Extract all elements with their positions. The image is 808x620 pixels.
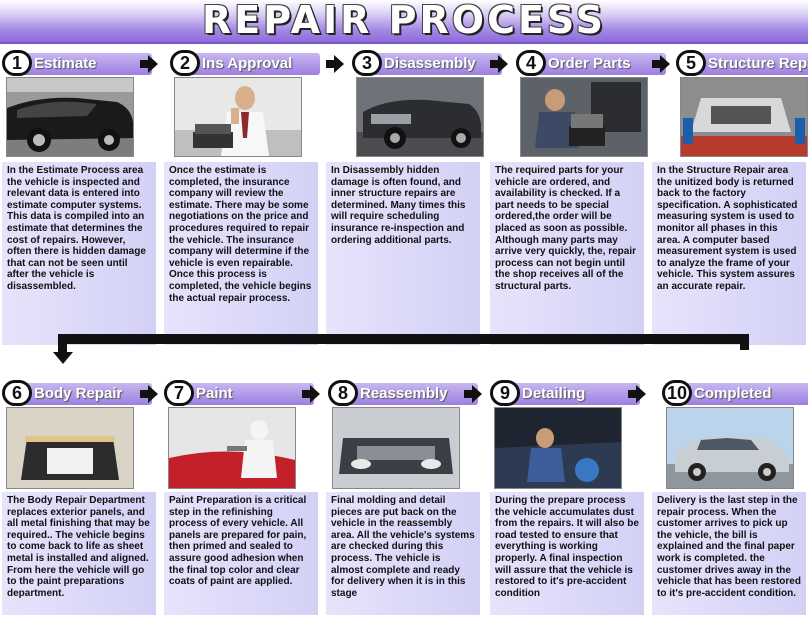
step-tab: 7 Paint bbox=[164, 380, 316, 406]
step-description: In the Estimate Process area the vehicle… bbox=[2, 162, 156, 345]
step-description: In Disassembly hidden damage is often fo… bbox=[326, 162, 480, 345]
step-number: 2 bbox=[170, 50, 200, 76]
step-tab: 1 Estimate bbox=[2, 50, 154, 76]
step-number: 3 bbox=[352, 50, 382, 76]
step-description: During the prepare process the vehicle a… bbox=[490, 492, 644, 615]
step-label: Estimate bbox=[20, 53, 152, 75]
finished-car-photo bbox=[666, 407, 794, 489]
step-description: Final molding and detail pieces are put … bbox=[326, 492, 480, 615]
step-label: Structure Repair bbox=[694, 53, 808, 75]
step-tab: 8 Reassembly bbox=[328, 380, 480, 406]
arrow-down-icon bbox=[53, 352, 73, 364]
arrow-right-icon bbox=[652, 55, 670, 73]
step-tab: 3 Disassembly bbox=[352, 50, 504, 76]
step-number: 8 bbox=[328, 380, 358, 406]
step-number: 4 bbox=[516, 50, 546, 76]
step-tab: 4 Order Parts bbox=[516, 50, 668, 76]
step-label: Order Parts bbox=[534, 53, 666, 75]
step-number: 10 bbox=[662, 380, 692, 406]
step-label: Paint bbox=[182, 383, 314, 405]
step-description: Paint Preparation is a critical step in … bbox=[164, 492, 318, 615]
detailing-photo bbox=[494, 407, 622, 489]
car-damage-photo bbox=[6, 77, 134, 157]
arrow-right-icon bbox=[302, 385, 320, 403]
step-description: The required parts for your vehicle are … bbox=[490, 162, 644, 345]
step-description: In the Structure Repair area the unitize… bbox=[652, 162, 806, 345]
arrow-right-icon bbox=[464, 385, 482, 403]
step-tab: 5 Structure Repair bbox=[676, 50, 808, 76]
step-description: Once the estimate is completed, the insu… bbox=[164, 162, 318, 345]
masked-car-photo bbox=[6, 407, 134, 489]
step-label: Ins Approval bbox=[188, 53, 320, 75]
reassembly-photo bbox=[332, 407, 460, 489]
arrow-right-icon bbox=[140, 55, 158, 73]
painter-spraying-photo bbox=[168, 407, 296, 489]
arrow-right-icon bbox=[628, 385, 646, 403]
arrow-right-icon bbox=[140, 385, 158, 403]
flow-return-line bbox=[58, 334, 67, 354]
disassembled-car-photo bbox=[356, 77, 484, 157]
step-label: Reassembly bbox=[346, 383, 478, 405]
step-label: Body Repair bbox=[20, 383, 152, 405]
step-number: 1 bbox=[2, 50, 32, 76]
arrow-right-icon bbox=[490, 55, 508, 73]
adjuster-phone-photo bbox=[174, 77, 302, 157]
page-title: REPAIR PROCESS bbox=[202, 0, 606, 42]
flow-return-line bbox=[58, 334, 748, 344]
step-label: Completed bbox=[680, 383, 808, 405]
step-tab: 10 Completed bbox=[662, 380, 808, 406]
step-label: Detailing bbox=[508, 383, 640, 405]
step-tab: 2 Ins Approval bbox=[170, 50, 322, 76]
title-banner: REPAIR PROCESS bbox=[0, 0, 808, 44]
step-number: 9 bbox=[490, 380, 520, 406]
flow-return-line bbox=[740, 334, 749, 350]
technician-laptop-photo bbox=[520, 77, 648, 157]
step-label: Disassembly bbox=[370, 53, 502, 75]
step-tab: 9 Detailing bbox=[490, 380, 642, 406]
step-number: 7 bbox=[164, 380, 194, 406]
step-description: Delivery is the last step in the repair … bbox=[652, 492, 806, 615]
step-tab: 6 Body Repair bbox=[2, 380, 154, 406]
step-number: 6 bbox=[2, 380, 32, 406]
step-description: The Body Repair Department replaces exte… bbox=[2, 492, 156, 615]
step-number: 5 bbox=[676, 50, 706, 76]
frame-machine-photo bbox=[680, 77, 808, 157]
arrow-right-icon bbox=[326, 55, 344, 73]
